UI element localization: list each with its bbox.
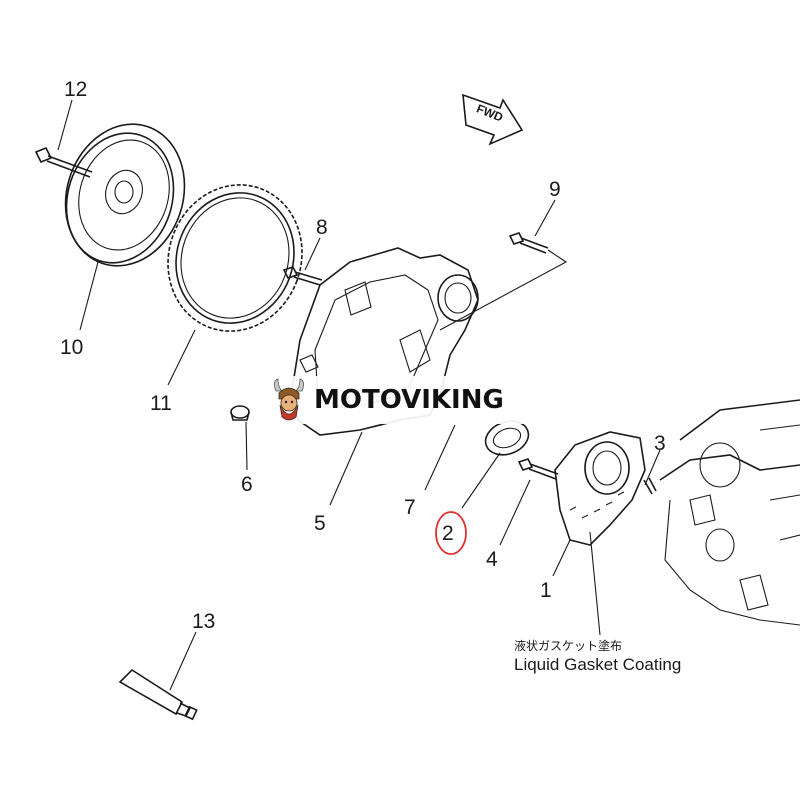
callout-7: 7 (404, 496, 416, 519)
gasket-sealant-tube (118, 668, 198, 721)
callout-5: 5 (314, 512, 326, 535)
callout-6: 6 (241, 473, 253, 496)
watermark-banner: MOTOVIKING (262, 376, 534, 424)
callout-3: 3 (654, 432, 666, 455)
callout-13: 13 (192, 610, 215, 633)
cover-bolt (439, 232, 568, 331)
plug (230, 405, 250, 421)
callout-labels: 12 10 11 8 9 6 5 7 2 4 3 1 13 (60, 78, 666, 633)
flywheel (64, 123, 186, 267)
plate-bolt (517, 458, 559, 480)
note-japanese: 液状ガスケット塗布 (514, 638, 622, 653)
note-english: Liquid Gasket Coating (514, 655, 681, 674)
rear-plate (554, 431, 646, 546)
flywheel-housing (291, 247, 479, 436)
callout-4: 4 (486, 548, 498, 571)
callout-2: 2 (442, 522, 454, 545)
callout-12: 12 (64, 78, 87, 101)
callout-11: 11 (150, 392, 172, 415)
housing-bolt (282, 266, 323, 286)
fwd-arrow-icon: FWD (462, 93, 524, 146)
callout-1: 1 (540, 579, 552, 602)
dowel-pin (643, 477, 657, 495)
engine-block (659, 399, 800, 626)
viking-logo-icon (274, 378, 304, 421)
watermark-text: MOTOVIKING (314, 385, 504, 415)
leader-lines (57, 99, 661, 691)
flywheel-bolt (34, 146, 93, 178)
callout-10: 10 (60, 336, 83, 359)
highlight-circle (435, 511, 467, 555)
callout-8: 8 (316, 216, 328, 239)
callout-9: 9 (549, 178, 561, 201)
